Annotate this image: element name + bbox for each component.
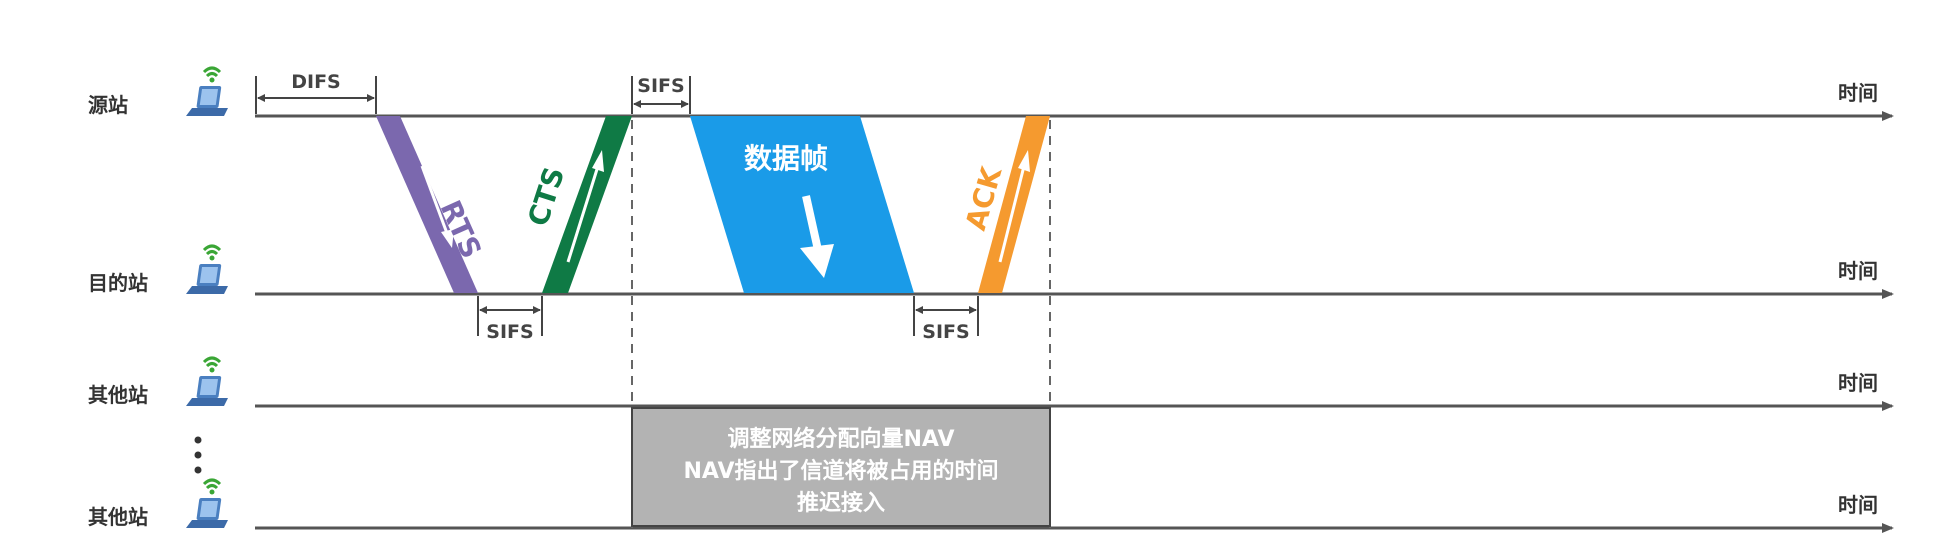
laptop-wifi-icon xyxy=(184,356,230,408)
nav-line-1: 调整网络分配向量NAV xyxy=(728,426,955,452)
sifs-after-data-interactable: SIFS xyxy=(913,296,979,343)
nav-box: 调整网络分配向量NAV NAV指出了信道将被占用的时间 推迟接入 xyxy=(631,407,1051,527)
cts-label: CTS xyxy=(521,163,571,230)
nav-line-2: NAV指出了信道将被占用的时间 xyxy=(684,458,999,484)
difs-interval: DIFS xyxy=(255,71,377,114)
more-stations-ellipsis xyxy=(194,436,202,474)
laptop-wifi-icon xyxy=(184,478,230,530)
sifs-after-data-label: SIFS xyxy=(922,321,969,343)
laptop-wifi-icon xyxy=(184,244,230,296)
nav-line-3: 推迟接入 xyxy=(797,491,885,516)
sifs-top-interval: SIFS xyxy=(631,75,691,114)
data-frame: 数据帧 xyxy=(690,116,914,293)
time-label-destination: 时间 xyxy=(1838,259,1878,283)
data-frame-label: 数据帧 xyxy=(744,142,828,175)
sifs-after-rts-interval: SIFS xyxy=(477,296,543,343)
station-label-source: 源站 xyxy=(88,93,128,117)
station-label-other-1: 其他站 xyxy=(88,383,148,407)
rts-frame: RTS xyxy=(376,116,488,293)
ack-frame: ACK xyxy=(959,116,1050,293)
station-label-other-2: 其他站 xyxy=(88,505,148,529)
time-label-other-1: 时间 xyxy=(1838,371,1878,395)
time-label-other-2: 时间 xyxy=(1838,493,1878,517)
laptop-wifi-icon xyxy=(184,66,230,118)
station-label-destination: 目的站 xyxy=(88,271,148,295)
cts-frame: CTS xyxy=(521,116,632,293)
time-label-source: 时间 xyxy=(1838,81,1878,105)
sifs-top-label: SIFS xyxy=(637,75,684,97)
sifs-after-rts-label: SIFS xyxy=(486,321,533,343)
difs-label: DIFS xyxy=(291,71,341,93)
